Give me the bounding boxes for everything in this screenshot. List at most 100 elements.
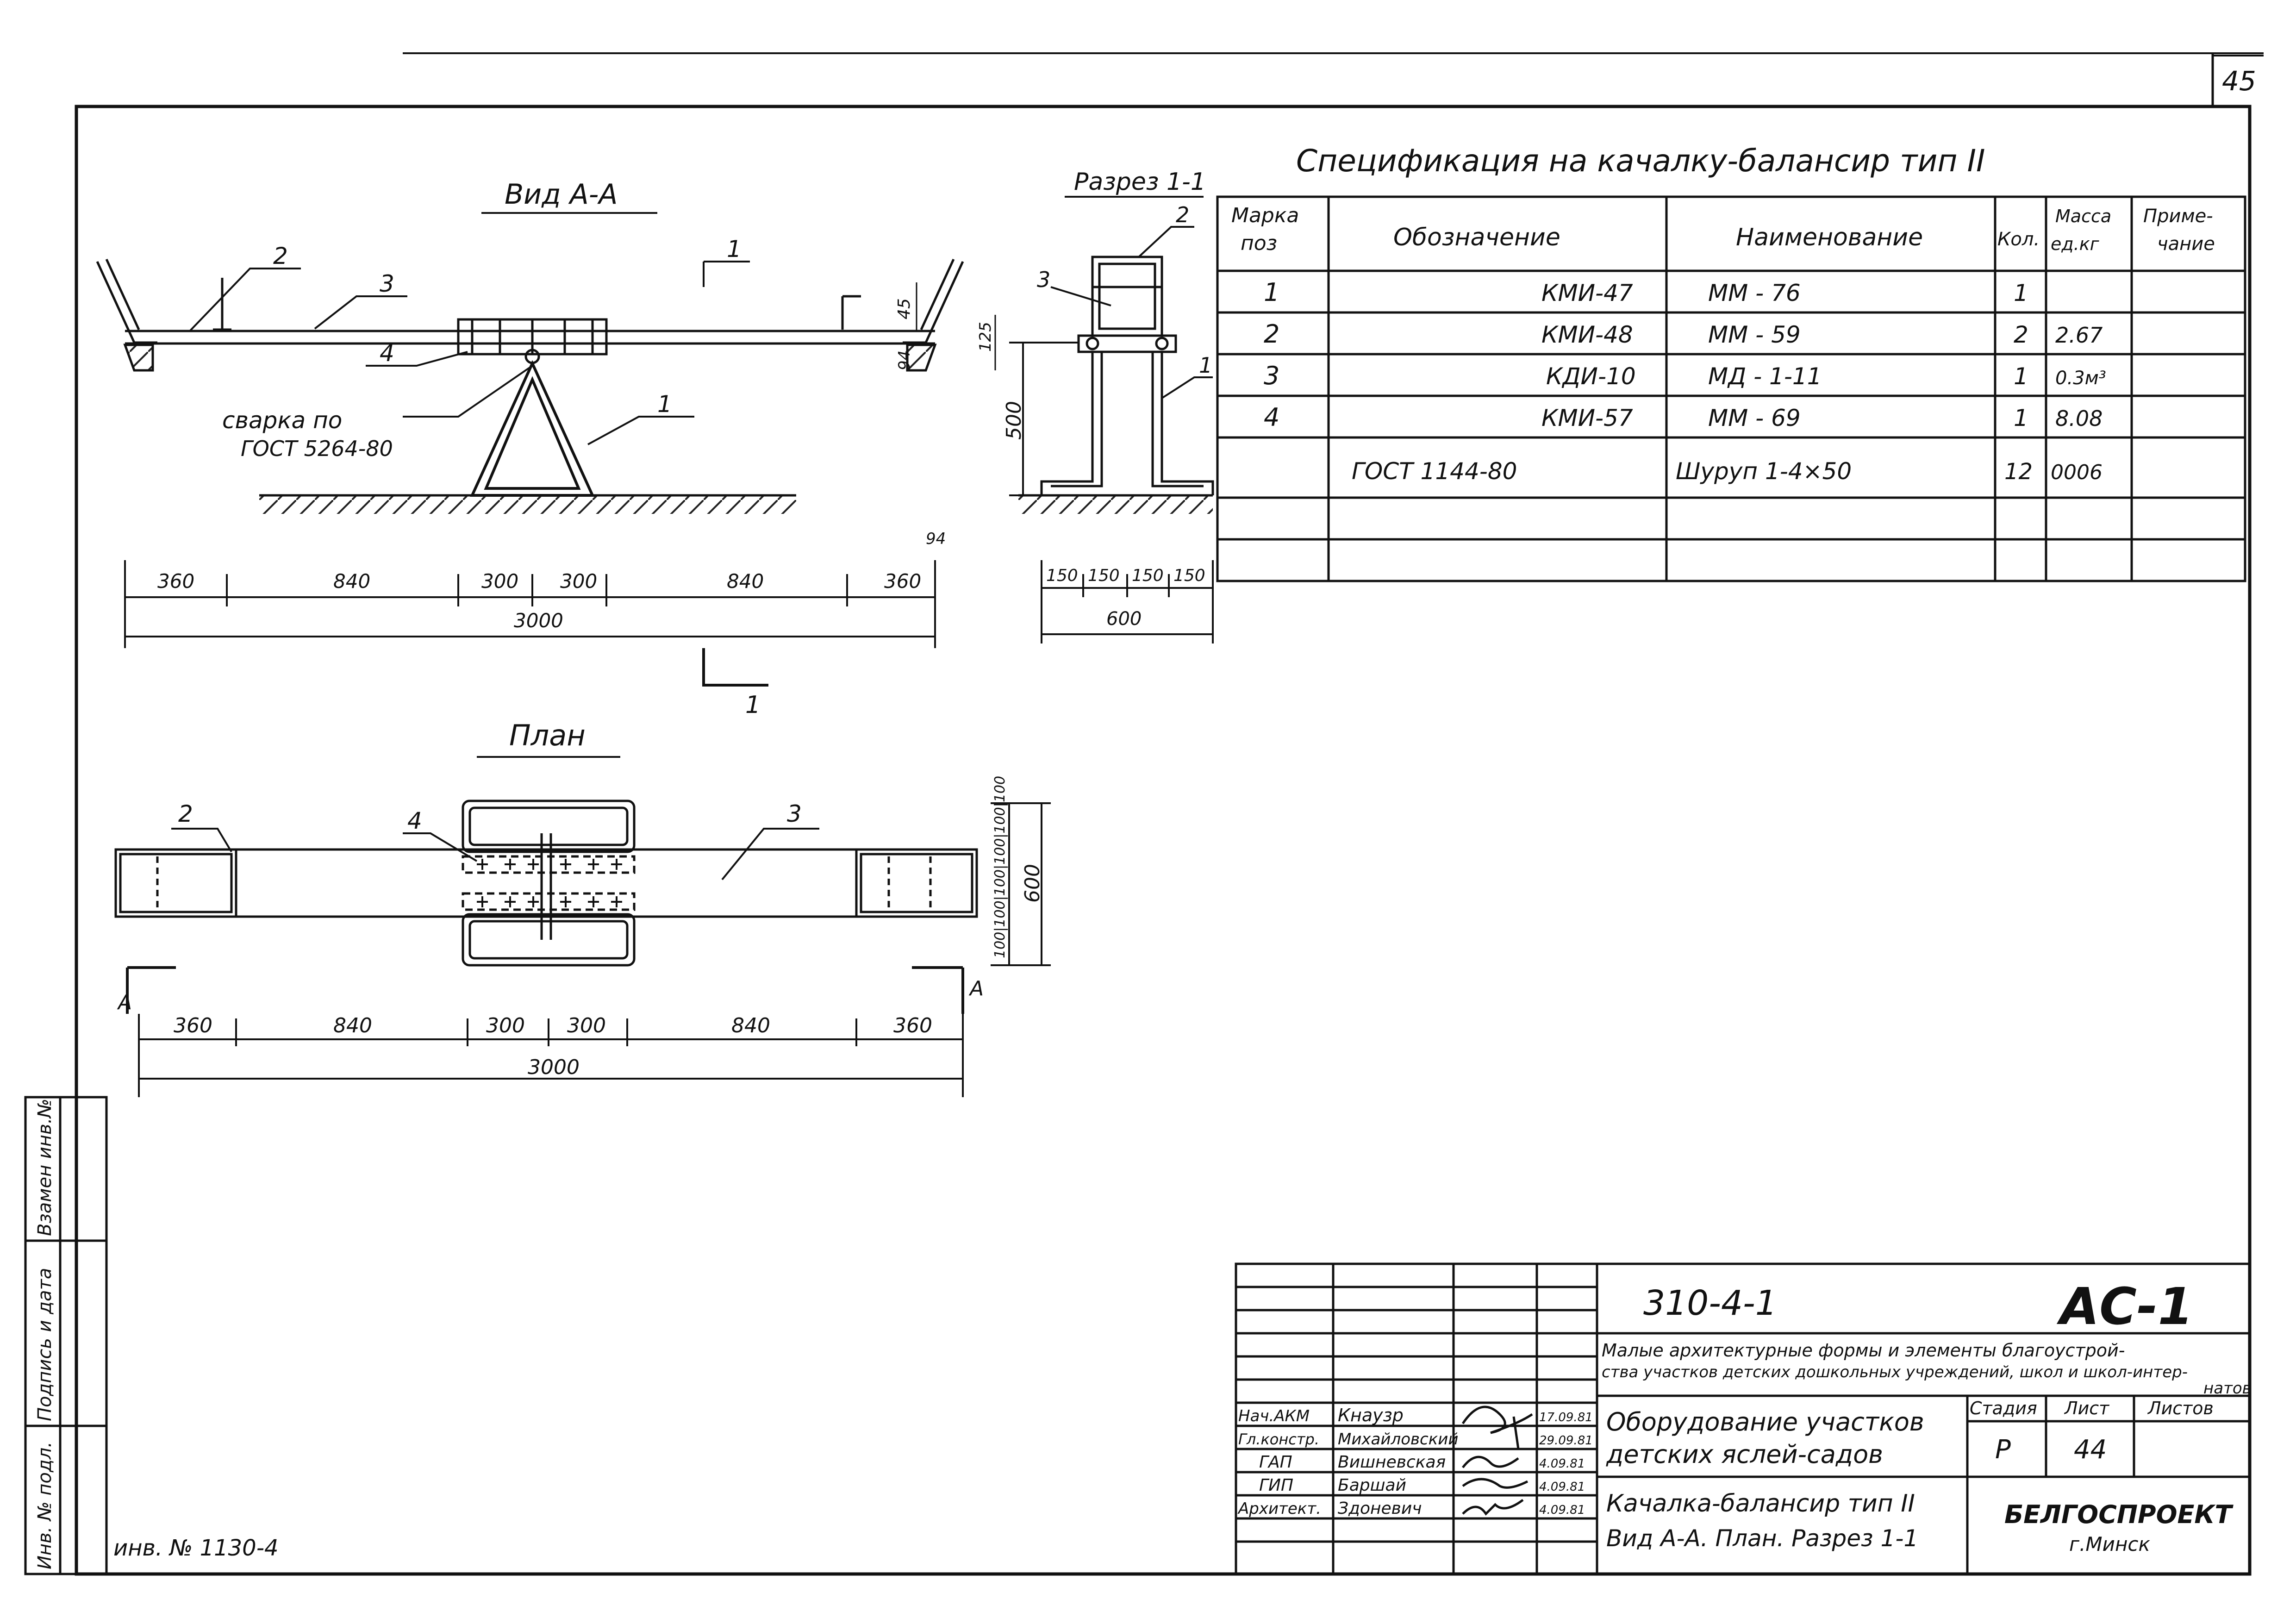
side-stamp — [24, 1096, 108, 1575]
side-stamp-signature: Подпись и дата — [34, 1268, 56, 1421]
signature-role: Архитект. — [1237, 1499, 1321, 1518]
spec-cell: 1 — [1264, 278, 1279, 307]
spec-cell: Шуруп 1-4×50 — [1676, 458, 1852, 485]
signature-name: Баршай — [1338, 1476, 1406, 1495]
view-aa-pos-2: 2 — [273, 243, 288, 269]
signature-role: Гл.констр. — [1238, 1430, 1319, 1448]
section-dim-1: 150 — [1046, 566, 1078, 585]
dim-45: 45 — [895, 298, 914, 319]
signature-date: 4.09.81 — [1539, 1480, 1585, 1494]
side-stamp-replaced: Взамен инв.№ — [34, 1099, 56, 1236]
triangle-support — [470, 360, 595, 497]
view-aa-dim-3: 300 — [481, 570, 518, 593]
plan-side-total: 600 — [1021, 864, 1044, 903]
spec-cell: 8.08 — [2055, 406, 2103, 431]
view-aa-dim-2: 840 — [333, 570, 370, 593]
plan-cut-mark-right: А — [968, 977, 984, 1000]
view-aa-pos-3: 3 — [380, 270, 394, 297]
section-dim-2: 150 — [1088, 566, 1120, 585]
sheets-label: Листов — [2147, 1398, 2214, 1418]
section-dim-total: 600 — [1106, 608, 1142, 630]
spec-table: Спецификация на качалку-балансир тип II … — [1216, 143, 2246, 582]
plan-dim-5: 840 — [731, 1014, 770, 1037]
subject-line-2: ства участков детских дошкольных учрежде… — [1602, 1363, 2188, 1381]
view-aa-section-mark: 1 — [727, 236, 742, 262]
spec-cell: 1 — [2014, 363, 2028, 390]
spec-cell: 2 — [1264, 319, 1279, 349]
stage-label: Стадия — [1970, 1398, 2037, 1418]
weld-note-line1: сварка по — [222, 407, 342, 434]
spec-header-qty: Кол. — [1997, 229, 2040, 250]
spec-cell: 1 — [2014, 405, 2028, 431]
title-block: 310-4-1 АС-1 Малые архитектурные формы и… — [1235, 1262, 2252, 1575]
view-aa-dim-5: 840 — [727, 570, 764, 593]
plan-view: План — [114, 718, 1051, 1097]
plan-dim-2: 840 — [333, 1014, 372, 1037]
spec-header-name: Наименование — [1736, 224, 1923, 251]
signature-date: 17.09.81 — [1539, 1411, 1593, 1424]
plan-dim-3: 300 — [486, 1014, 525, 1037]
plan-cut-mark-left: А — [117, 991, 132, 1014]
signature-name: Кнаузр — [1338, 1405, 1404, 1425]
view-aa-dim-1: 360 — [157, 570, 194, 593]
signature-date: 29.09.81 — [1539, 1434, 1593, 1448]
section-cut-mark: 1 — [745, 691, 761, 719]
section-1-1: Разрез 1-1 2 3 1 — [1002, 168, 1214, 643]
section-title: Разрез 1-1 — [1074, 168, 1206, 196]
seesaw-board — [96, 258, 964, 372]
view-aa-pos-1: 1 — [657, 391, 672, 418]
signatures-list: Нач.АКМ Кнаузр 17.09.81 Гл.констр. Михай… — [1237, 1405, 1593, 1518]
side-stamp-inventory: Инв. № подл. — [34, 1442, 56, 1569]
section-dimension-chain — [1041, 560, 1214, 643]
handwritten-signatures — [1461, 1405, 1533, 1516]
object-line-2: детских яслей-садов — [1606, 1440, 1883, 1469]
plan-dim-6: 360 — [893, 1014, 932, 1037]
plan-pos-3: 3 — [787, 800, 802, 827]
plan-side-dims: 100|100|100|100|100|100 — [992, 776, 1008, 958]
section-dim-3: 150 — [1132, 566, 1164, 585]
section-pos-1: 1 — [1199, 353, 1212, 378]
weld-note-line2: ГОСТ 5264-80 — [241, 436, 393, 461]
spec-cell: ММ - 69 — [1708, 405, 1801, 431]
spec-cell: ММ - 59 — [1708, 321, 1801, 348]
sheet-frame — [75, 52, 2264, 1576]
spec-cell: КМИ-57 — [1541, 405, 1633, 431]
sheet-code: АС-1 — [2056, 1277, 2193, 1336]
view-aa-dim-4: 300 — [560, 570, 597, 593]
spec-cell: КДИ-10 — [1546, 363, 1636, 390]
plan-dim-4: 300 — [567, 1014, 606, 1037]
dim-125: 125 — [976, 322, 995, 352]
sheet-value: 44 — [2074, 1435, 2107, 1465]
plan-pos-4: 4 — [407, 807, 422, 834]
section-height: 500 — [1002, 401, 1026, 440]
plan-dimension-chain — [138, 1014, 964, 1097]
view-aa-dimension-chain — [124, 560, 936, 648]
spec-cell: МД - 1-11 — [1708, 363, 1822, 390]
subject-line-3: натов — [2203, 1379, 2252, 1398]
sheet-label: Лист — [2064, 1398, 2110, 1418]
view-aa-pos-4: 4 — [380, 340, 394, 367]
section-pos-2: 2 — [1176, 202, 1189, 227]
sheet-number: 45 — [2222, 65, 2256, 97]
view-aa: Вид А-А — [96, 178, 996, 719]
signature-name: Вишневская — [1338, 1453, 1446, 1472]
spec-cell: 0.3м³ — [2055, 368, 2106, 389]
spec-cell: КМИ-47 — [1541, 280, 1633, 306]
spec-cell: 1 — [2014, 280, 2028, 306]
inventory-number: инв. № 1130-4 — [113, 1535, 279, 1561]
section-pos-3: 3 — [1037, 267, 1050, 292]
org-name: БЕЛГОСПРОЕКТ — [2004, 1500, 2234, 1529]
dim-94-top: 94 — [926, 530, 946, 548]
dim-94: 94 — [895, 350, 914, 370]
object-line-1: Оборудование участков — [1606, 1407, 1924, 1437]
spec-title: Спецификация на качалку-балансир тип II — [1296, 143, 1985, 179]
signature-name: Здоневич — [1338, 1499, 1422, 1518]
section-ground — [1018, 495, 1213, 514]
signature-role: Нач.АКМ — [1238, 1407, 1310, 1425]
signature-role: ГИП — [1259, 1476, 1293, 1495]
spec-cell: КМИ-48 — [1541, 321, 1633, 348]
spec-cell: ММ - 76 — [1708, 280, 1801, 306]
doc-code: 310-4-1 — [1643, 1283, 1777, 1323]
